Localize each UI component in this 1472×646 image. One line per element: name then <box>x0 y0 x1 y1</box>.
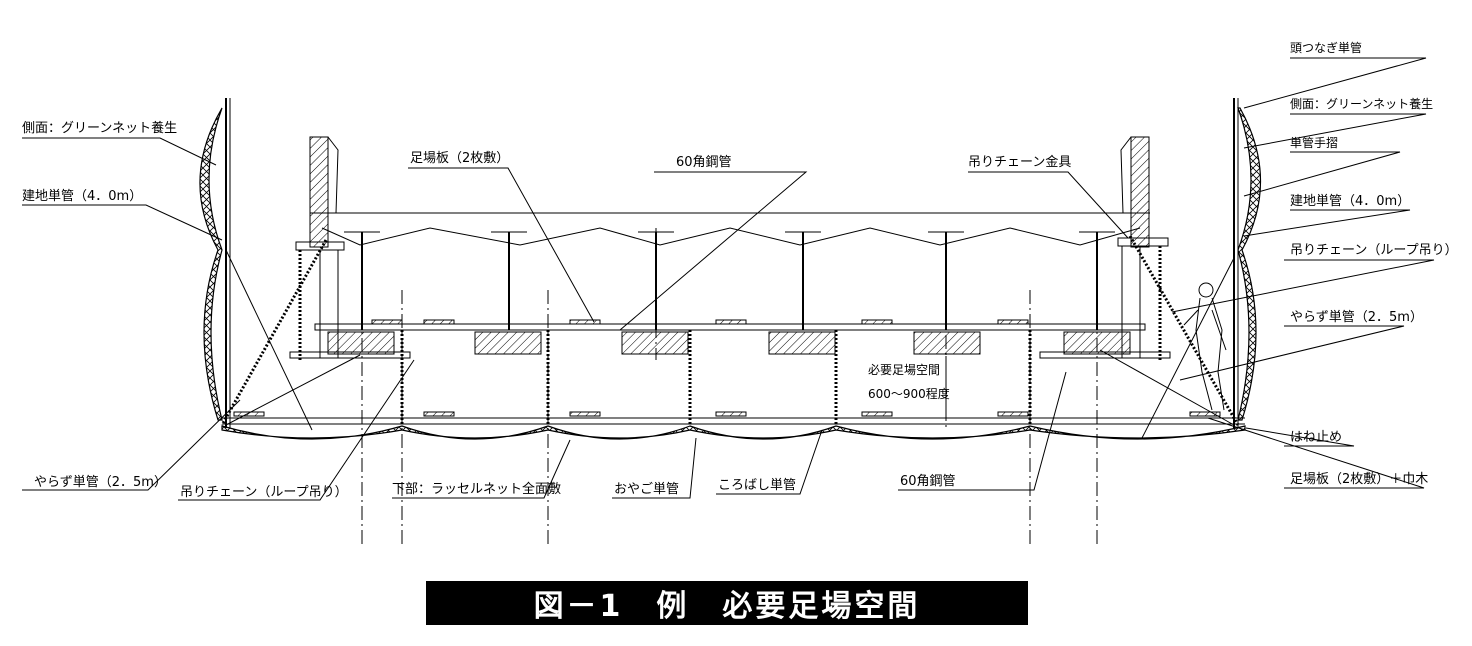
label-pipe60-top: 60角鋼管 <box>676 155 732 170</box>
label-korobashi: ころばし単管 <box>718 477 796 493</box>
bridge-deck <box>289 136 1171 359</box>
label-side-net-right: 側面：グリーンネット養生 <box>1290 96 1433 111</box>
hanging-chains <box>220 235 1240 426</box>
upper-planks <box>314 319 1146 331</box>
label-pipe60-bottom: 60角鋼管 <box>900 474 956 489</box>
centerlines <box>361 228 1098 545</box>
label-chain-right: 吊りチェーン（ループ吊り） <box>1290 243 1458 258</box>
label-oyako: おやご単管 <box>614 481 679 497</box>
label-chain-fitting: 吊りチェーン金具 <box>968 154 1071 170</box>
side-right <box>1099 98 1262 439</box>
label-tateji-right: 建地単管（4．0m） <box>1290 193 1410 209</box>
figure-title: 図－1 例 必要足場空間 <box>533 589 921 624</box>
label-yarazu-right: やらず単管（2．5m） <box>1290 309 1423 325</box>
label-hanadome: はね止め <box>1290 430 1342 445</box>
label-chain-left: 吊りチェーン（ループ吊り） <box>180 485 348 500</box>
label-atama-tsunagi: 頭つなぎ単管 <box>1290 40 1362 55</box>
lower-floor <box>221 411 1246 440</box>
label-required-range: 600～900程度 <box>868 386 950 401</box>
label-side-net-left: 側面：グリーンネット養生 <box>22 120 177 136</box>
label-lower-net: 下部：ラッセルネット全面敷 <box>392 481 561 497</box>
labels: 側面：グリーンネット養生 建地単管（4．0m） 足場板（2枚敷） 60角鋼管 吊… <box>22 40 1458 500</box>
worker-figure <box>1183 282 1227 411</box>
leader-lines <box>22 57 1435 501</box>
label-ashiba-bottom: 足場板（2枚敷）＋巾木 <box>1290 472 1428 487</box>
label-required-space: 必要足場空間 <box>868 363 940 377</box>
main-girders <box>344 231 1115 330</box>
label-tankan-tesuri: 単管手摺 <box>1290 135 1338 150</box>
label-tateji-left: 建地単管（4．0m） <box>22 188 142 204</box>
label-yarazu-left: やらず単管（2．5m） <box>34 474 167 490</box>
figure-title-bar: 図－1 例 必要足場空間 <box>426 581 1028 625</box>
label-ashiba-top: 足場板（2枚敷） <box>410 151 509 166</box>
girder-bases <box>327 331 1131 355</box>
